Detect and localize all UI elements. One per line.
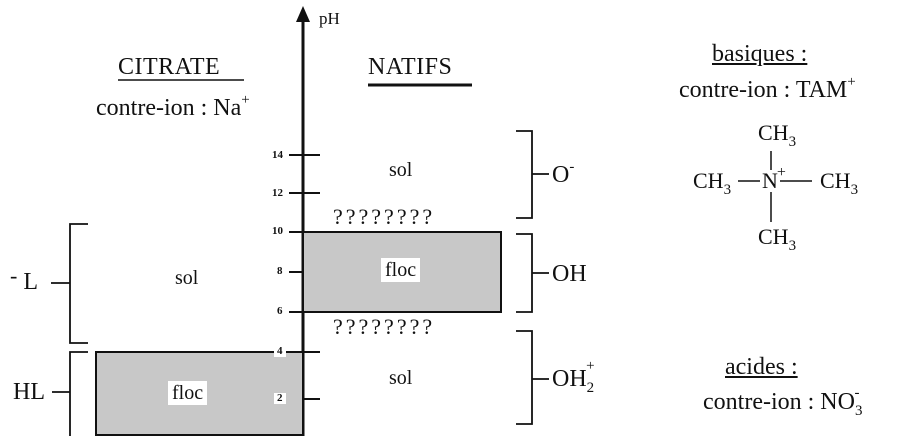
tam-methyl-right: CH3 bbox=[820, 168, 858, 198]
tick-label-10: 10 bbox=[272, 225, 283, 237]
basiques-counterion-text: contre-ion : TAM bbox=[679, 77, 848, 103]
tam-methyl-bottom: CH3 bbox=[758, 224, 796, 254]
tam-methyl-top-sub: 3 bbox=[788, 134, 797, 150]
basiques-counterion: contre-ion : TAM+ bbox=[679, 75, 856, 103]
tam-methyl-bottom-sub: 3 bbox=[788, 238, 797, 254]
tam-center-charge: + bbox=[776, 164, 786, 181]
citrate-floc-label: floc bbox=[168, 381, 208, 405]
bracket-O bbox=[516, 130, 533, 219]
natifs-question-marks-top: ???????? bbox=[333, 204, 436, 229]
bracket-OH bbox=[516, 233, 533, 313]
tam-methyl-right-text: CH bbox=[820, 168, 851, 193]
acides-counterion-text: contre-ion : NO bbox=[703, 389, 855, 415]
acides-counterion: contre-ion : NO3 - bbox=[703, 386, 862, 419]
species-OH2-text: OH bbox=[552, 366, 587, 392]
species-OH: OH bbox=[552, 261, 587, 287]
tick-label-6: 6 bbox=[277, 305, 283, 317]
tick-label-12: 12 bbox=[272, 187, 283, 199]
citrate-counterion: contre-ion : Na+ bbox=[96, 93, 250, 121]
species-L-charge: - bbox=[10, 263, 18, 288]
tick-label-2: 2 bbox=[274, 393, 286, 404]
natifs-sol-top: sol bbox=[389, 159, 413, 181]
citrate-title: CITRATE bbox=[118, 54, 221, 80]
citrate-counterion-charge: + bbox=[241, 92, 250, 108]
tam-center-nitrogen: N+ bbox=[762, 165, 786, 193]
natifs-title: NATIFS bbox=[368, 54, 453, 80]
tam-molecule-bonds bbox=[738, 151, 812, 222]
acides-counterion-charge: - bbox=[854, 385, 860, 401]
tam-methyl-left-text: CH bbox=[693, 168, 724, 193]
tam-methyl-top-text: CH bbox=[758, 120, 789, 145]
tick-label-8: 8 bbox=[277, 265, 283, 277]
natifs-sol-bottom: sol bbox=[389, 367, 413, 389]
natifs-question-marks-bottom: ???????? bbox=[333, 314, 436, 339]
species-O-text: O bbox=[552, 162, 570, 188]
bracket-OH2 bbox=[516, 330, 533, 425]
tam-methyl-left: CH3 bbox=[693, 168, 731, 198]
species-L: - L bbox=[10, 265, 38, 295]
species-HL: HL bbox=[13, 379, 45, 405]
citrate-sol-label: sol bbox=[175, 267, 199, 289]
natifs-brackets bbox=[516, 130, 549, 425]
citrate-counterion-text: contre-ion : Na bbox=[96, 95, 242, 121]
basiques-title: basiques : bbox=[712, 41, 808, 67]
basiques-counterion-charge: + bbox=[847, 74, 856, 90]
acides-counterion-sub: 3 bbox=[854, 403, 863, 419]
tick-label-14: 14 bbox=[272, 149, 283, 161]
bracket-HL bbox=[69, 351, 88, 436]
species-OH2-charge: + bbox=[586, 358, 595, 374]
species-OH2: OH2 + bbox=[552, 359, 595, 396]
ph-axis-label: pH bbox=[319, 9, 340, 28]
species-O-charge: - bbox=[569, 159, 575, 175]
bracket-L bbox=[69, 223, 88, 344]
natifs-floc-label: floc bbox=[381, 258, 421, 282]
species-O: O- bbox=[552, 160, 574, 188]
acides-title: acides : bbox=[725, 354, 798, 380]
species-L-text: L bbox=[23, 269, 38, 295]
tick-label-4: 4 bbox=[274, 346, 286, 357]
citrate-brackets bbox=[51, 223, 88, 436]
tam-methyl-right-sub: 3 bbox=[850, 182, 859, 198]
species-OH2-subscript: 2 bbox=[586, 380, 595, 396]
natifs-floc-box bbox=[302, 231, 502, 313]
ph-axis-arrow bbox=[296, 6, 310, 22]
tam-methyl-left-sub: 3 bbox=[723, 182, 732, 198]
tam-center-text: N bbox=[762, 168, 778, 193]
tam-methyl-top: CH3 bbox=[758, 120, 796, 150]
tam-methyl-bottom-text: CH bbox=[758, 224, 789, 249]
